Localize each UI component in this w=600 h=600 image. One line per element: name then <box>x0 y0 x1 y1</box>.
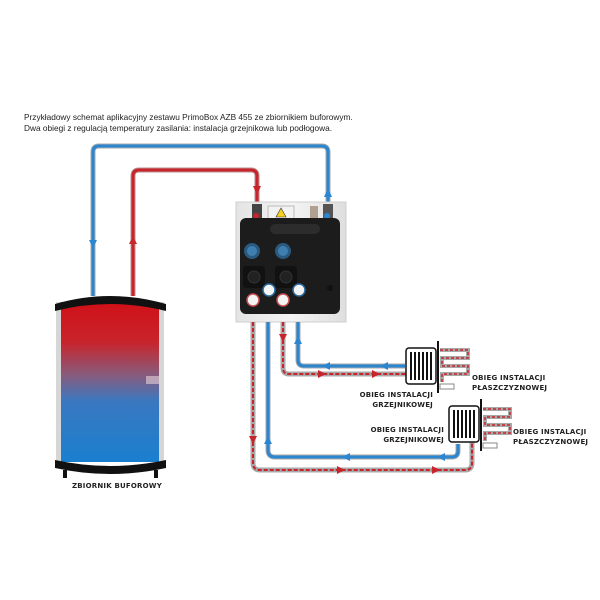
caption-line-1: Przykładowy schemat aplikacyjny zestawu … <box>24 112 353 122</box>
flow-arrow-up <box>324 188 332 197</box>
floor-circuit-1-label: OBIEG INSTALACJI PŁASZCZYZNOWEJ <box>472 374 548 392</box>
floor-circuit-2-label: OBIEG INSTALACJI PŁASZCZYZNOWEJ <box>513 428 589 446</box>
flow-arrow-up <box>264 436 272 444</box>
flow-arrow-down <box>253 186 261 195</box>
thermometer-gauge <box>246 293 260 307</box>
flow-arrow-left <box>380 362 388 370</box>
flow-arrow-down <box>249 436 257 444</box>
thermometer-gauge <box>276 293 290 307</box>
radiator-circuit-1 <box>405 341 470 393</box>
flow-arrow-right <box>337 466 345 474</box>
radiator-circuit-2 <box>448 399 512 451</box>
flow-arrow-left <box>437 453 445 461</box>
circuit-2-pipes <box>249 322 475 474</box>
circuit-1-pipes <box>279 322 408 378</box>
tank-foot <box>154 470 158 478</box>
supply-pipe-main <box>129 167 261 296</box>
thermometer-gauge <box>292 283 306 297</box>
flow-arrow-up <box>294 336 302 344</box>
radiator-circuit-1-label: OBIEG INSTALACJI GRZEJNIKOWEJ <box>359 391 433 409</box>
buffer-tank <box>55 296 166 478</box>
flow-arrow-right <box>432 466 440 474</box>
primobox-unit <box>235 201 347 323</box>
flow-arrow-right <box>372 370 380 378</box>
flow-arrow-down <box>89 240 97 248</box>
flow-arrow-left <box>342 453 350 461</box>
flow-arrow-down <box>279 334 287 342</box>
flow-arrow-right <box>318 370 326 378</box>
diagram-caption: Przykładowy schemat aplikacyjny zestawu … <box>24 112 353 134</box>
tank-label: ZBIORNIK BUFOROWY <box>72 482 162 490</box>
caption-line-2: Dwa obiegi z regulacją temperatury zasil… <box>24 123 333 133</box>
high-voltage-warning-icon <box>275 207 287 218</box>
tank-body <box>61 302 159 462</box>
flow-arrow-left <box>322 362 330 370</box>
radiator-circuit-2-label: OBIEG INSTALACJI GRZEJNIKOWEJ <box>370 426 444 444</box>
tank-bottom-cap <box>55 460 166 474</box>
tank-foot <box>63 470 67 478</box>
return-pipe-main <box>89 143 332 296</box>
flow-arrow-up <box>129 236 137 244</box>
thermometer-gauge <box>262 283 276 297</box>
tank-top-cap <box>55 296 166 311</box>
